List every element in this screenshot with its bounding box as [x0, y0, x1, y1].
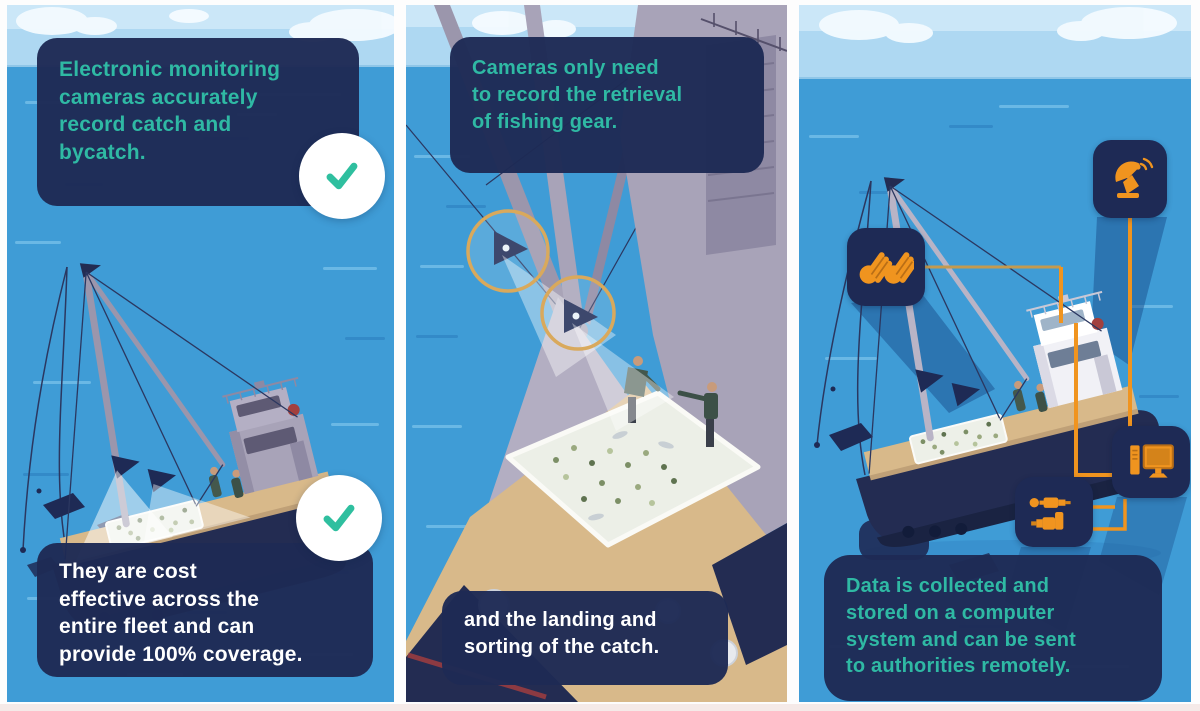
panel-electronic-monitoring: Electronic monitoring cameras accurately… [7, 5, 394, 702]
checkmark-icon [323, 504, 355, 532]
cable-boat-to-computer [1074, 323, 1115, 477]
caption-line: and the landing and [464, 609, 657, 631]
caption-line: Data is collected and [846, 575, 1050, 597]
fishing-net-lines [20, 266, 70, 566]
caption-line: Cameras only need [472, 57, 659, 79]
caption-line: bycatch. [59, 141, 146, 165]
boat-hull [856, 410, 1160, 544]
cable-connectors-badge [1015, 477, 1093, 547]
caption-data-collection: Data is collected and stored on a comput… [824, 555, 1162, 701]
caption-line: record catch and [59, 113, 232, 137]
sky [799, 5, 1191, 81]
caption-line: stored on a computer [846, 601, 1055, 624]
fish-catch-icon [859, 252, 914, 284]
cable-connector-2 [1093, 499, 1127, 531]
panel-camera-recording: Cameras only need to record the retrieva… [406, 5, 787, 702]
caption-line: cameras accurately [59, 85, 258, 109]
checkmark-badge-bottom [296, 475, 382, 561]
monitoring-cameras [915, 369, 981, 407]
sky [7, 5, 394, 69]
caption-line: effective across the [59, 587, 260, 611]
caption-landing-sorting: and the landing and sorting of the catch… [442, 591, 728, 685]
mast-and-boom [64, 263, 298, 560]
stern-hull [712, 523, 787, 665]
catch-sorting-table [505, 390, 761, 548]
caption-cost-effective: They are cost effective across the entir… [37, 543, 373, 677]
satellite-dish-icon [1115, 157, 1154, 198]
fishing-net-lines [814, 180, 872, 476]
cable-connectors-icon [1029, 497, 1071, 530]
fish-catch-badge [847, 228, 925, 306]
computer-monitor-badge [1112, 426, 1190, 498]
panel-data-transmission: Data is collected and stored on a comput… [799, 5, 1191, 702]
bottom-strip [0, 704, 1200, 711]
catch-sorting-table [909, 413, 1008, 465]
camera-light-beams [75, 470, 251, 562]
caption-line: provide 100% coverage. [59, 643, 303, 667]
boat-superstructure [222, 376, 319, 495]
fishing-boat [856, 177, 1160, 547]
caption-line: of fishing gear. [472, 110, 618, 133]
mast-and-boom [868, 177, 1102, 474]
computer-monitor-icon [1130, 444, 1174, 478]
checkmark-badge-top [299, 133, 385, 219]
caption-line: sorting of the catch. [464, 635, 660, 658]
monitoring-camera-2 [564, 299, 674, 431]
satellite-dish-badge [1093, 140, 1167, 218]
caption-line: to authorities remotely. [846, 655, 1071, 678]
checkmark-icon [326, 162, 358, 190]
caption-line: to record the retrieval [472, 83, 683, 106]
camera-highlight-ring [540, 275, 616, 351]
caption-line: system and can be sent [846, 628, 1077, 651]
camera-light-beam [572, 323, 674, 431]
camera-highlight-ring [466, 209, 550, 293]
caption-line: They are cost [59, 560, 197, 583]
caption-record-retrieval: Cameras only need to record the retrieva… [450, 37, 764, 173]
caption-line: Electronic monitoring [59, 58, 281, 81]
caption-line: entire fleet and can [59, 615, 255, 639]
crew-workers [624, 356, 718, 447]
